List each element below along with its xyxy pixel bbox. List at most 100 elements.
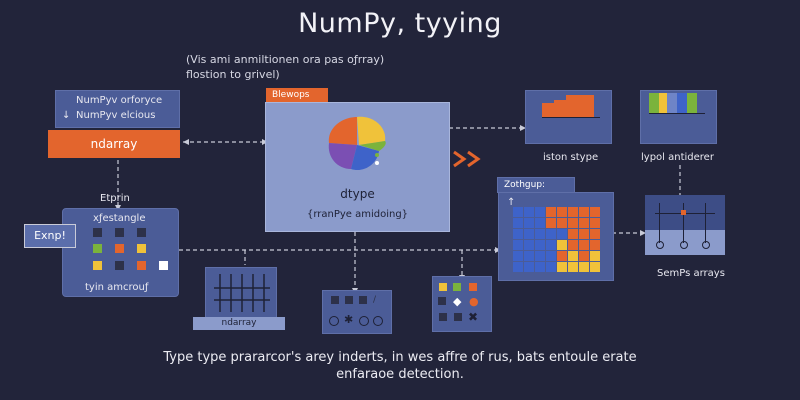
heatmap-cell: [557, 251, 567, 261]
heatmap-cell: [535, 207, 545, 217]
heatmap-cell: [535, 262, 545, 272]
heatmap-cell: [535, 240, 545, 250]
heatmap-cell: [513, 262, 523, 272]
grid-cell: [159, 261, 168, 270]
heatmap-cell: [568, 207, 578, 217]
center-panel-tab: Blewops: [266, 88, 328, 102]
grid-cell: [93, 228, 102, 237]
center-subtitle: {rranPye amidoing}: [306, 209, 409, 220]
heatmap-cell: [524, 207, 534, 217]
left-panel: xƒestangle tyin amcrouƒ: [62, 208, 179, 297]
heatmap-cell: [513, 240, 523, 250]
heatmap-cell: [513, 207, 523, 217]
heatmap-cell: [579, 262, 589, 272]
heatmap-cell: [590, 251, 600, 261]
intro-line-2: flostion to grivel): [186, 68, 280, 81]
numpy-info-box: NumPyv orforyce ↓ NumPyv elcious: [55, 90, 180, 128]
etprin-label: Etprin: [100, 193, 130, 204]
heatmap-cell: [557, 262, 567, 272]
heatmap-grid: [513, 207, 600, 272]
heatmap-cell: [535, 229, 545, 239]
intro-line-1: (Vis ami anmiltionen ora pas oƒrray): [186, 53, 385, 66]
right-panel-tab: Zothgup:: [497, 177, 575, 193]
double-chevron-right-icon: [453, 150, 481, 168]
heatmap-cell: [557, 218, 567, 228]
grid-cell: [115, 244, 124, 253]
heatmap-cell: [513, 218, 523, 228]
heatmap-cell: [535, 218, 545, 228]
heatmap-cell: [590, 207, 600, 217]
antiderer-label: lypol antiderer: [641, 152, 714, 163]
heatmap-cell: [568, 240, 578, 250]
grid-cell: [115, 261, 124, 270]
example-tag: Exnp!: [24, 224, 76, 248]
antiderer-panel: [640, 90, 717, 144]
intro-text: (Vis ami anmiltionen ora pas oƒrray) flo…: [186, 52, 384, 82]
heatmap-cell: [590, 229, 600, 239]
heatmap-cell: [524, 262, 534, 272]
heatmap-cell: [546, 229, 556, 239]
heatmap-cell: [557, 229, 567, 239]
heatmap-cell: [546, 240, 556, 250]
caption: Type type prararcor's arey inderts, in w…: [0, 349, 800, 383]
grid-cell: [137, 244, 146, 253]
heatmap-cell: [590, 262, 600, 272]
sample-array-panel: [645, 195, 725, 255]
heatmap-cell: [524, 240, 534, 250]
heatmap-cell: [546, 251, 556, 261]
grid-cell: [115, 228, 124, 237]
heatmap-cell: [579, 240, 589, 250]
ndarray-bottom-label: ndarray: [193, 317, 285, 330]
info-line-2: NumPyv elcious: [76, 110, 156, 121]
ndarray-bars: [214, 274, 270, 312]
bug-icon: ✱: [344, 313, 354, 326]
x-icon: ✖: [468, 310, 479, 324]
stype-label: iston stype: [543, 152, 599, 163]
heatmap-cell: [524, 251, 534, 261]
heatmap-cell: [513, 229, 523, 239]
heatmap-cell: [590, 218, 600, 228]
left-panel-title: xƒestangle: [93, 213, 146, 224]
dtype-label: dtype: [340, 187, 375, 201]
left-panel-footer: tyin amcrouƒ: [85, 282, 149, 293]
grid-cell: [93, 244, 102, 253]
heatmap-cell: [568, 218, 578, 228]
heatmap-cell: [579, 251, 589, 261]
center-panel: dtype {rranPye amidoing}: [265, 102, 450, 232]
info-line-1: NumPyv orforyce: [76, 95, 163, 106]
page-title: NumPy, tyying: [298, 8, 502, 39]
caption-line-2: enfaraoe detection.: [336, 367, 464, 382]
heatmap-cell: [524, 218, 534, 228]
heatmap-cell: [568, 251, 578, 261]
slash-icon: /: [373, 295, 377, 305]
stype-panel: [525, 90, 612, 144]
heatmap-cell: [546, 262, 556, 272]
grid-cell: [137, 228, 146, 237]
heatmap-cell: [568, 229, 578, 239]
ndarray-button[interactable]: ndarray: [48, 130, 180, 158]
arrow-down-icon: ↓: [62, 110, 71, 121]
heatmap-cell: [546, 218, 556, 228]
heatmap-cell: [568, 262, 578, 272]
grid-cell: [93, 261, 102, 270]
heatmap-cell: [546, 207, 556, 217]
heatmap-cell: [513, 251, 523, 261]
heatmap-cell: [524, 229, 534, 239]
icon-panel-2: ◆ ● ✖: [432, 276, 492, 332]
heatmap-cell: [579, 218, 589, 228]
heatmap-cell: [557, 240, 567, 250]
heatmap-cell: [579, 207, 589, 217]
ndarray-chart-panel: [205, 267, 277, 319]
heatmap-panel: ↑: [498, 192, 614, 281]
caption-line-1: Type type prararcor's arey inderts, in w…: [163, 350, 637, 365]
diamond-icon: ◆: [453, 295, 462, 308]
heatmap-cell: [590, 240, 600, 250]
heatmap-cell: [535, 251, 545, 261]
heatmap-cell: [557, 207, 567, 217]
dtype-logo-icon: [328, 116, 386, 171]
grid-cell: [137, 261, 146, 270]
sample-arrays-label: SemPs arrays: [657, 268, 725, 279]
icon-panel-1: / ✱: [322, 290, 392, 334]
drop-icon: ●: [469, 295, 479, 308]
arrow-up-icon: ↑: [507, 197, 516, 208]
